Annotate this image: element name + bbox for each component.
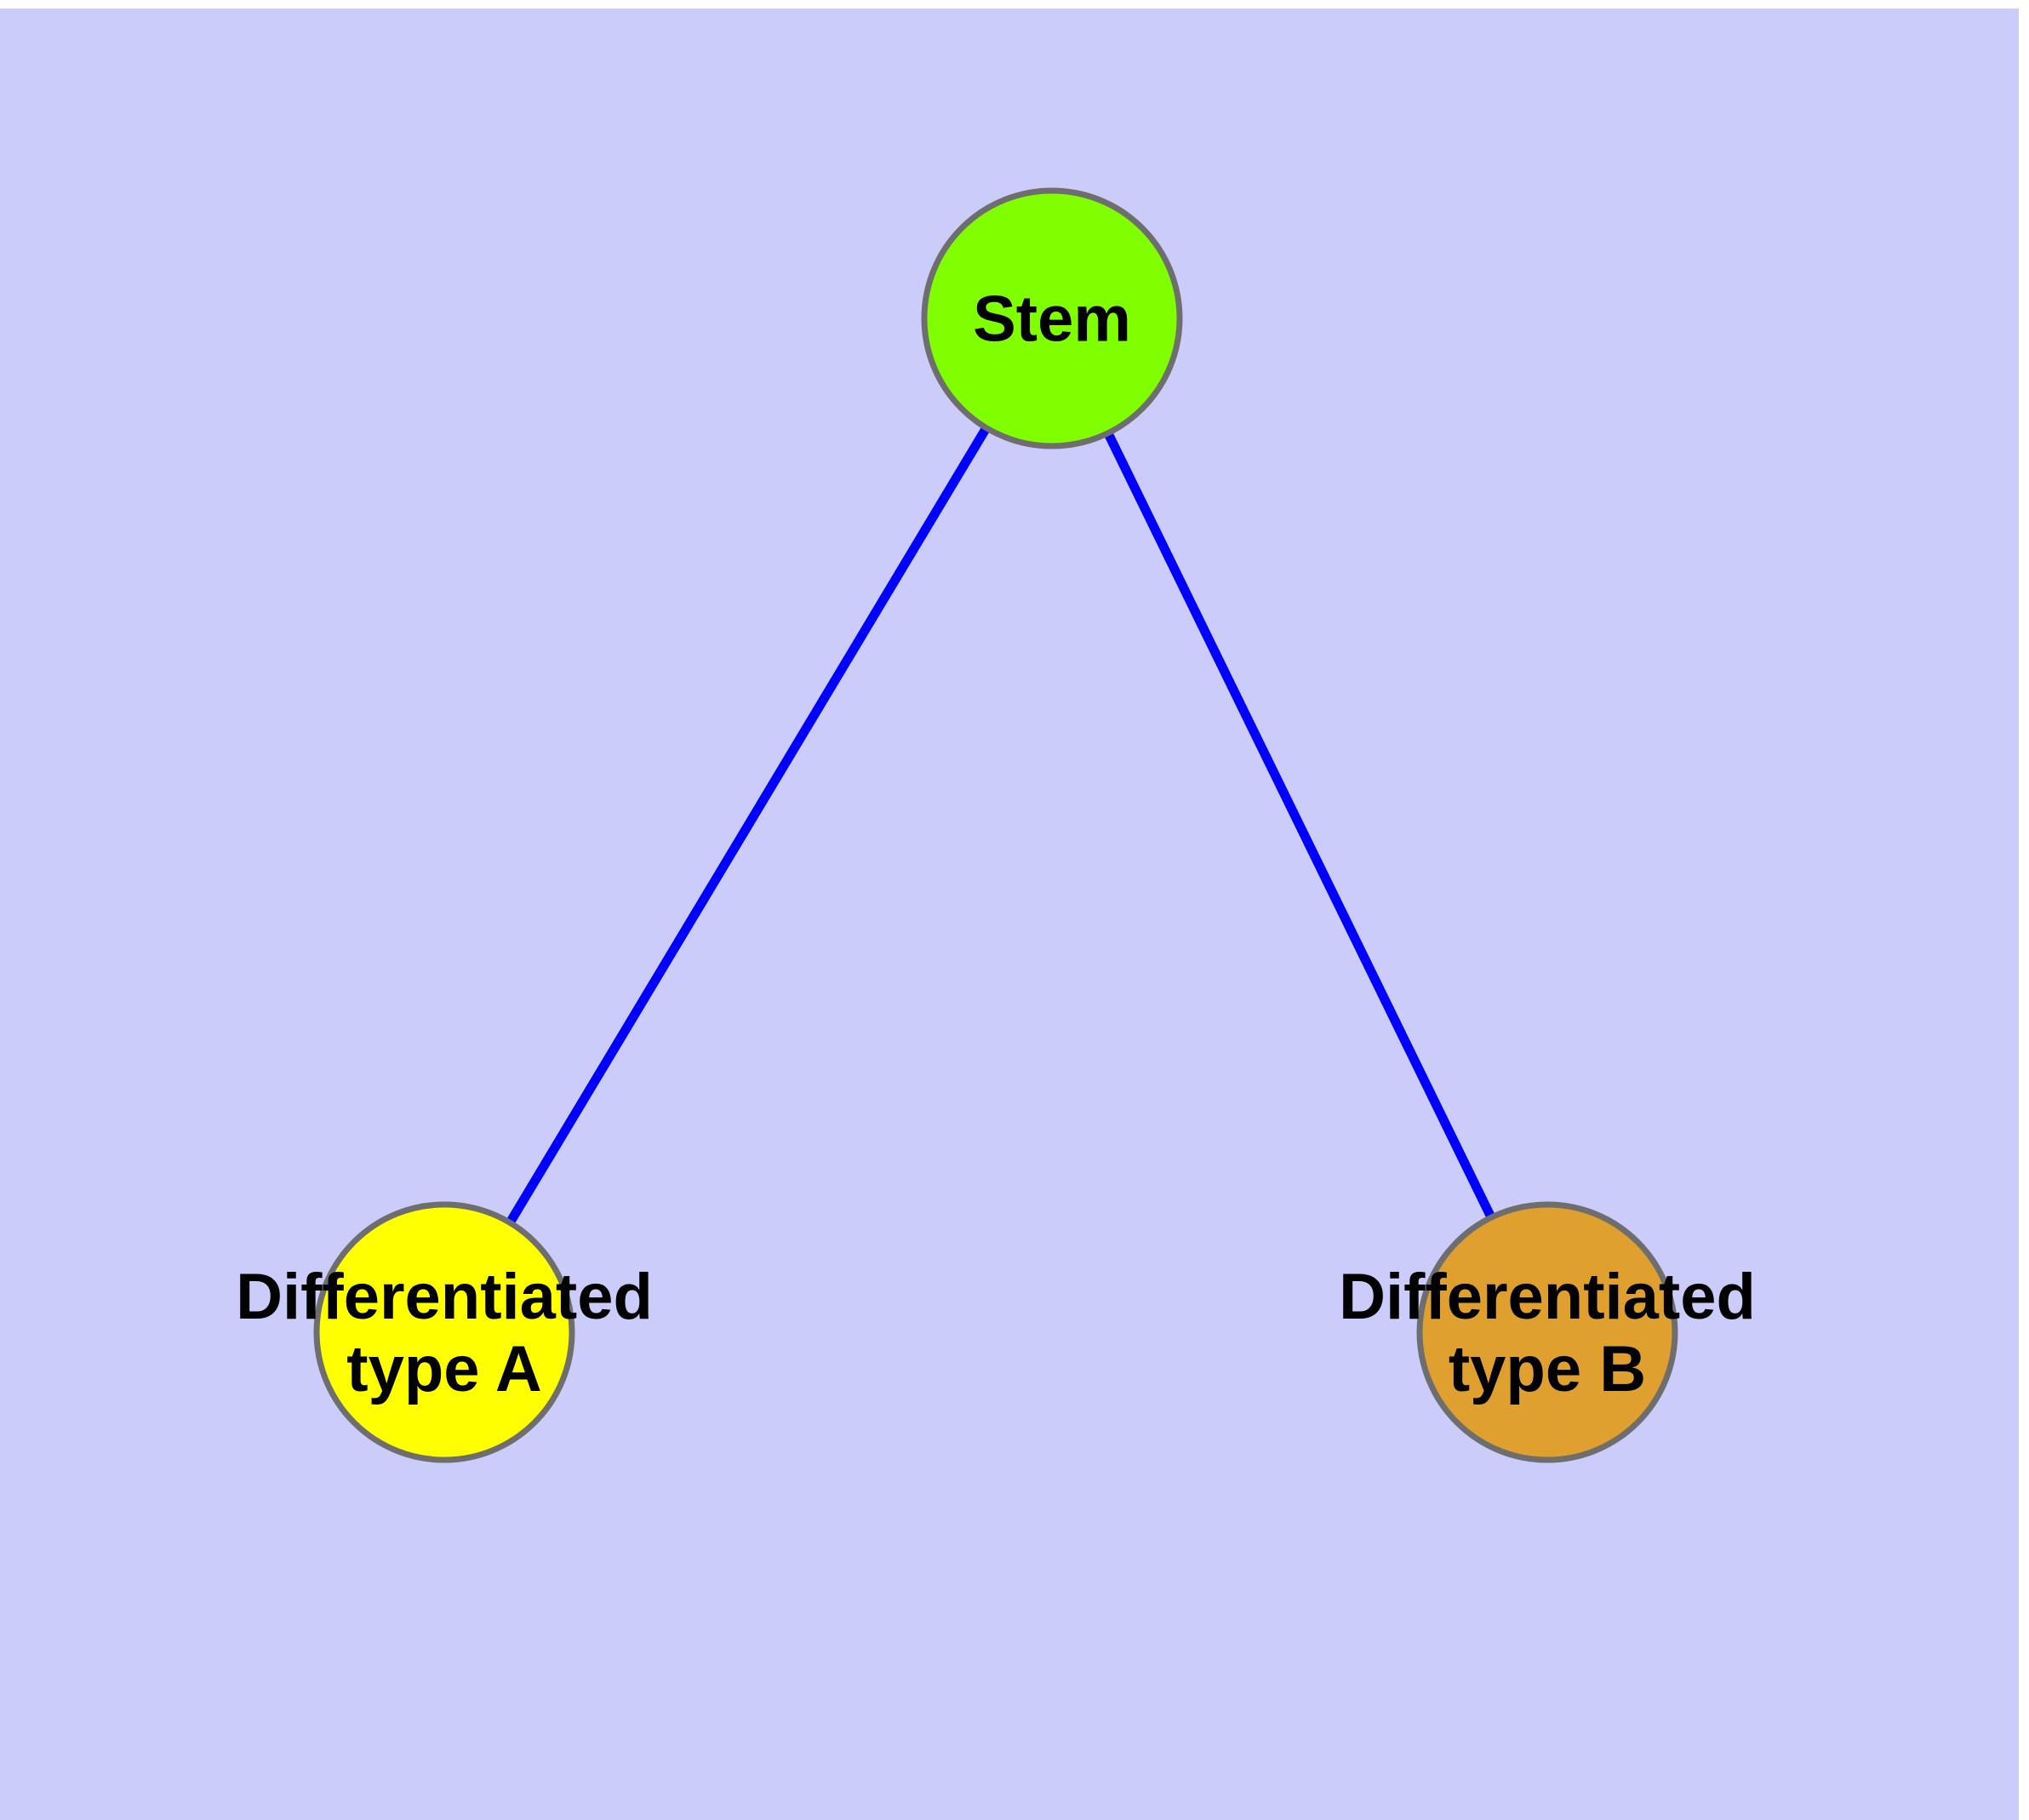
edge-layer — [506, 425, 1496, 1226]
node-label-line: Differentiated — [236, 1261, 653, 1333]
graph-node-stem[interactable] — [921, 187, 1183, 449]
graph-edge[interactable] — [506, 425, 991, 1226]
node-layer — [313, 187, 1678, 1463]
graph-node-diff_b[interactable] — [1416, 1201, 1678, 1463]
node-label-line: type B — [1449, 1333, 1646, 1405]
graph-edge[interactable] — [1103, 431, 1496, 1220]
node-label-stem: Stem — [973, 283, 1131, 356]
node-label-line: Differentiated — [1339, 1261, 1756, 1333]
graph-node-diff_a[interactable] — [313, 1201, 575, 1463]
node-label-line: Stem — [973, 283, 1131, 356]
node-label-line: type A — [346, 1333, 541, 1405]
